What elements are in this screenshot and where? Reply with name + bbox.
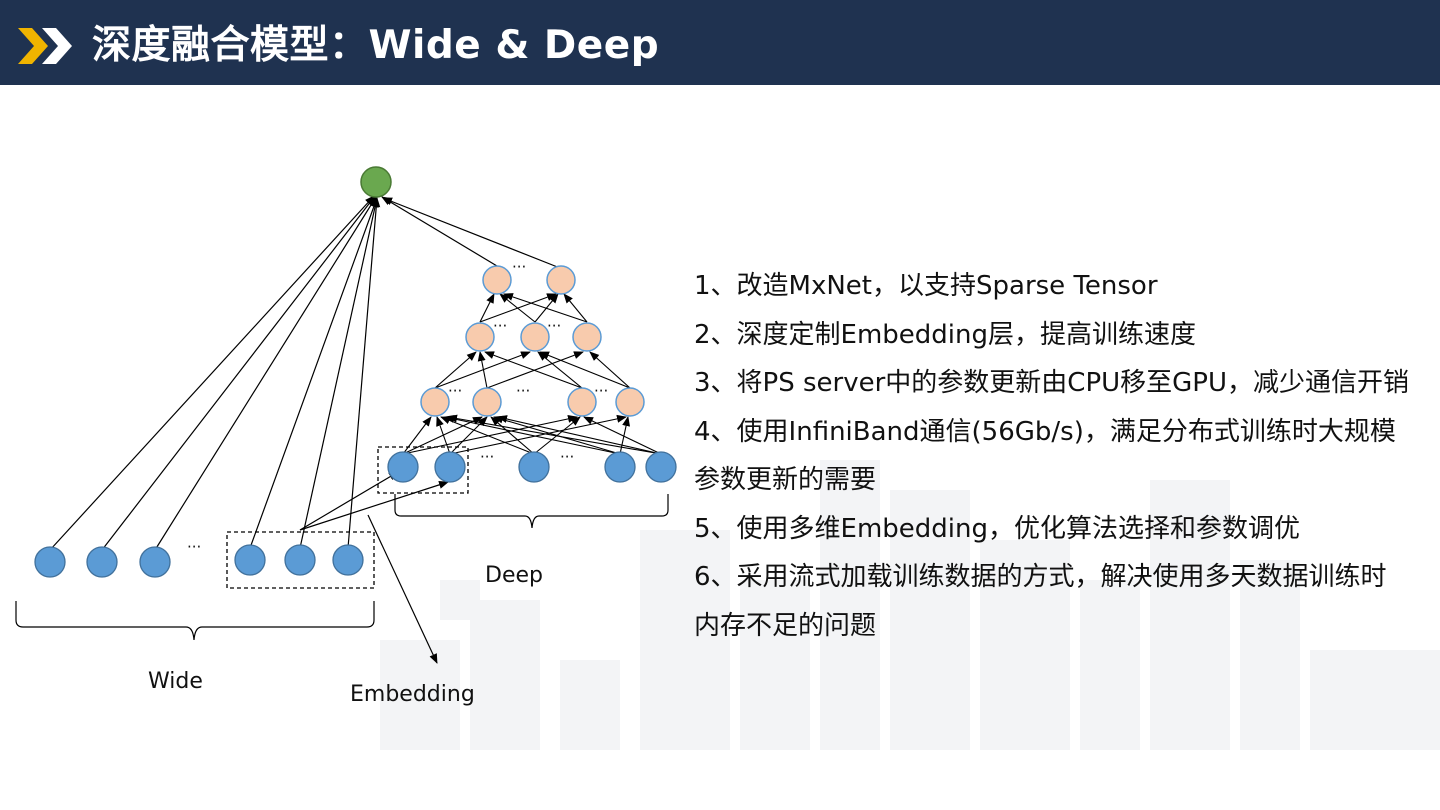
ellipsis-layer1: ··· (512, 258, 526, 276)
chevron-double-right-icon (18, 28, 72, 64)
output-node (360, 166, 392, 198)
deep-brace (394, 494, 669, 529)
embedding-label: Embedding (350, 682, 475, 707)
city-skyline-background (380, 460, 1440, 750)
ellipsis-layer3b: ··· (516, 382, 530, 400)
list-item: 5、使用多维Embedding，优化算法选择和参数调优 (694, 513, 1301, 544)
ellipsis-input-a: ··· (480, 448, 494, 466)
list-item: 1、改造MxNet，以支持Sparse Tensor (694, 271, 1158, 301)
list-item: 内存不足的问题 (694, 610, 877, 641)
ellipsis-layer3a: ··· (448, 382, 462, 400)
hidden-layer-edges (402, 293, 662, 455)
feature-list: 1、改造MxNet，以支持Sparse Tensor 2、深度定制Embeddi… (694, 262, 1434, 650)
ellipsis-wide: ··· (187, 538, 201, 556)
embedding-edges (299, 471, 449, 664)
deep-embedding-box (377, 446, 469, 494)
list-item: 2、深度定制Embedding层，提高训练速度 (694, 319, 1197, 350)
deep-label: Deep (485, 563, 543, 588)
ellipsis-input-b: ··· (560, 448, 574, 466)
wide-embedding-box (226, 531, 375, 589)
list-item: 4、使用InfiniBand通信(56Gb/s)，满足分布式训练时大规模 (694, 416, 1396, 447)
hidden-nodes (420, 265, 645, 417)
slide-header: 深度融合模型：Wide & Deep (0, 0, 1440, 85)
list-item: 6、采用流式加载训练数据的方式，解决使用多天数据训练时 (694, 562, 1387, 592)
deep-to-output-edges (381, 196, 561, 269)
ellipsis-layer3c: ··· (594, 382, 608, 400)
input-nodes (387, 451, 677, 483)
wide-nodes (34, 544, 364, 578)
wide-brace (15, 601, 375, 641)
ellipsis-layer2a: ··· (493, 317, 507, 335)
list-item: 3、将PS server中的参数更新由CPU移至GPU，减少通信开销 (694, 368, 1410, 398)
wide-deep-diagram: ··· ··· ··· ··· ··· ··· ··· ··· ··· Wide… (15, 166, 677, 707)
wide-to-output-edges (49, 195, 381, 551)
list-item: 参数更新的需要 (694, 465, 877, 495)
ellipsis-layer2b: ··· (547, 317, 561, 335)
slide-title: 深度融合模型：Wide & Deep (92, 23, 660, 68)
wide-label: Wide (148, 669, 203, 694)
